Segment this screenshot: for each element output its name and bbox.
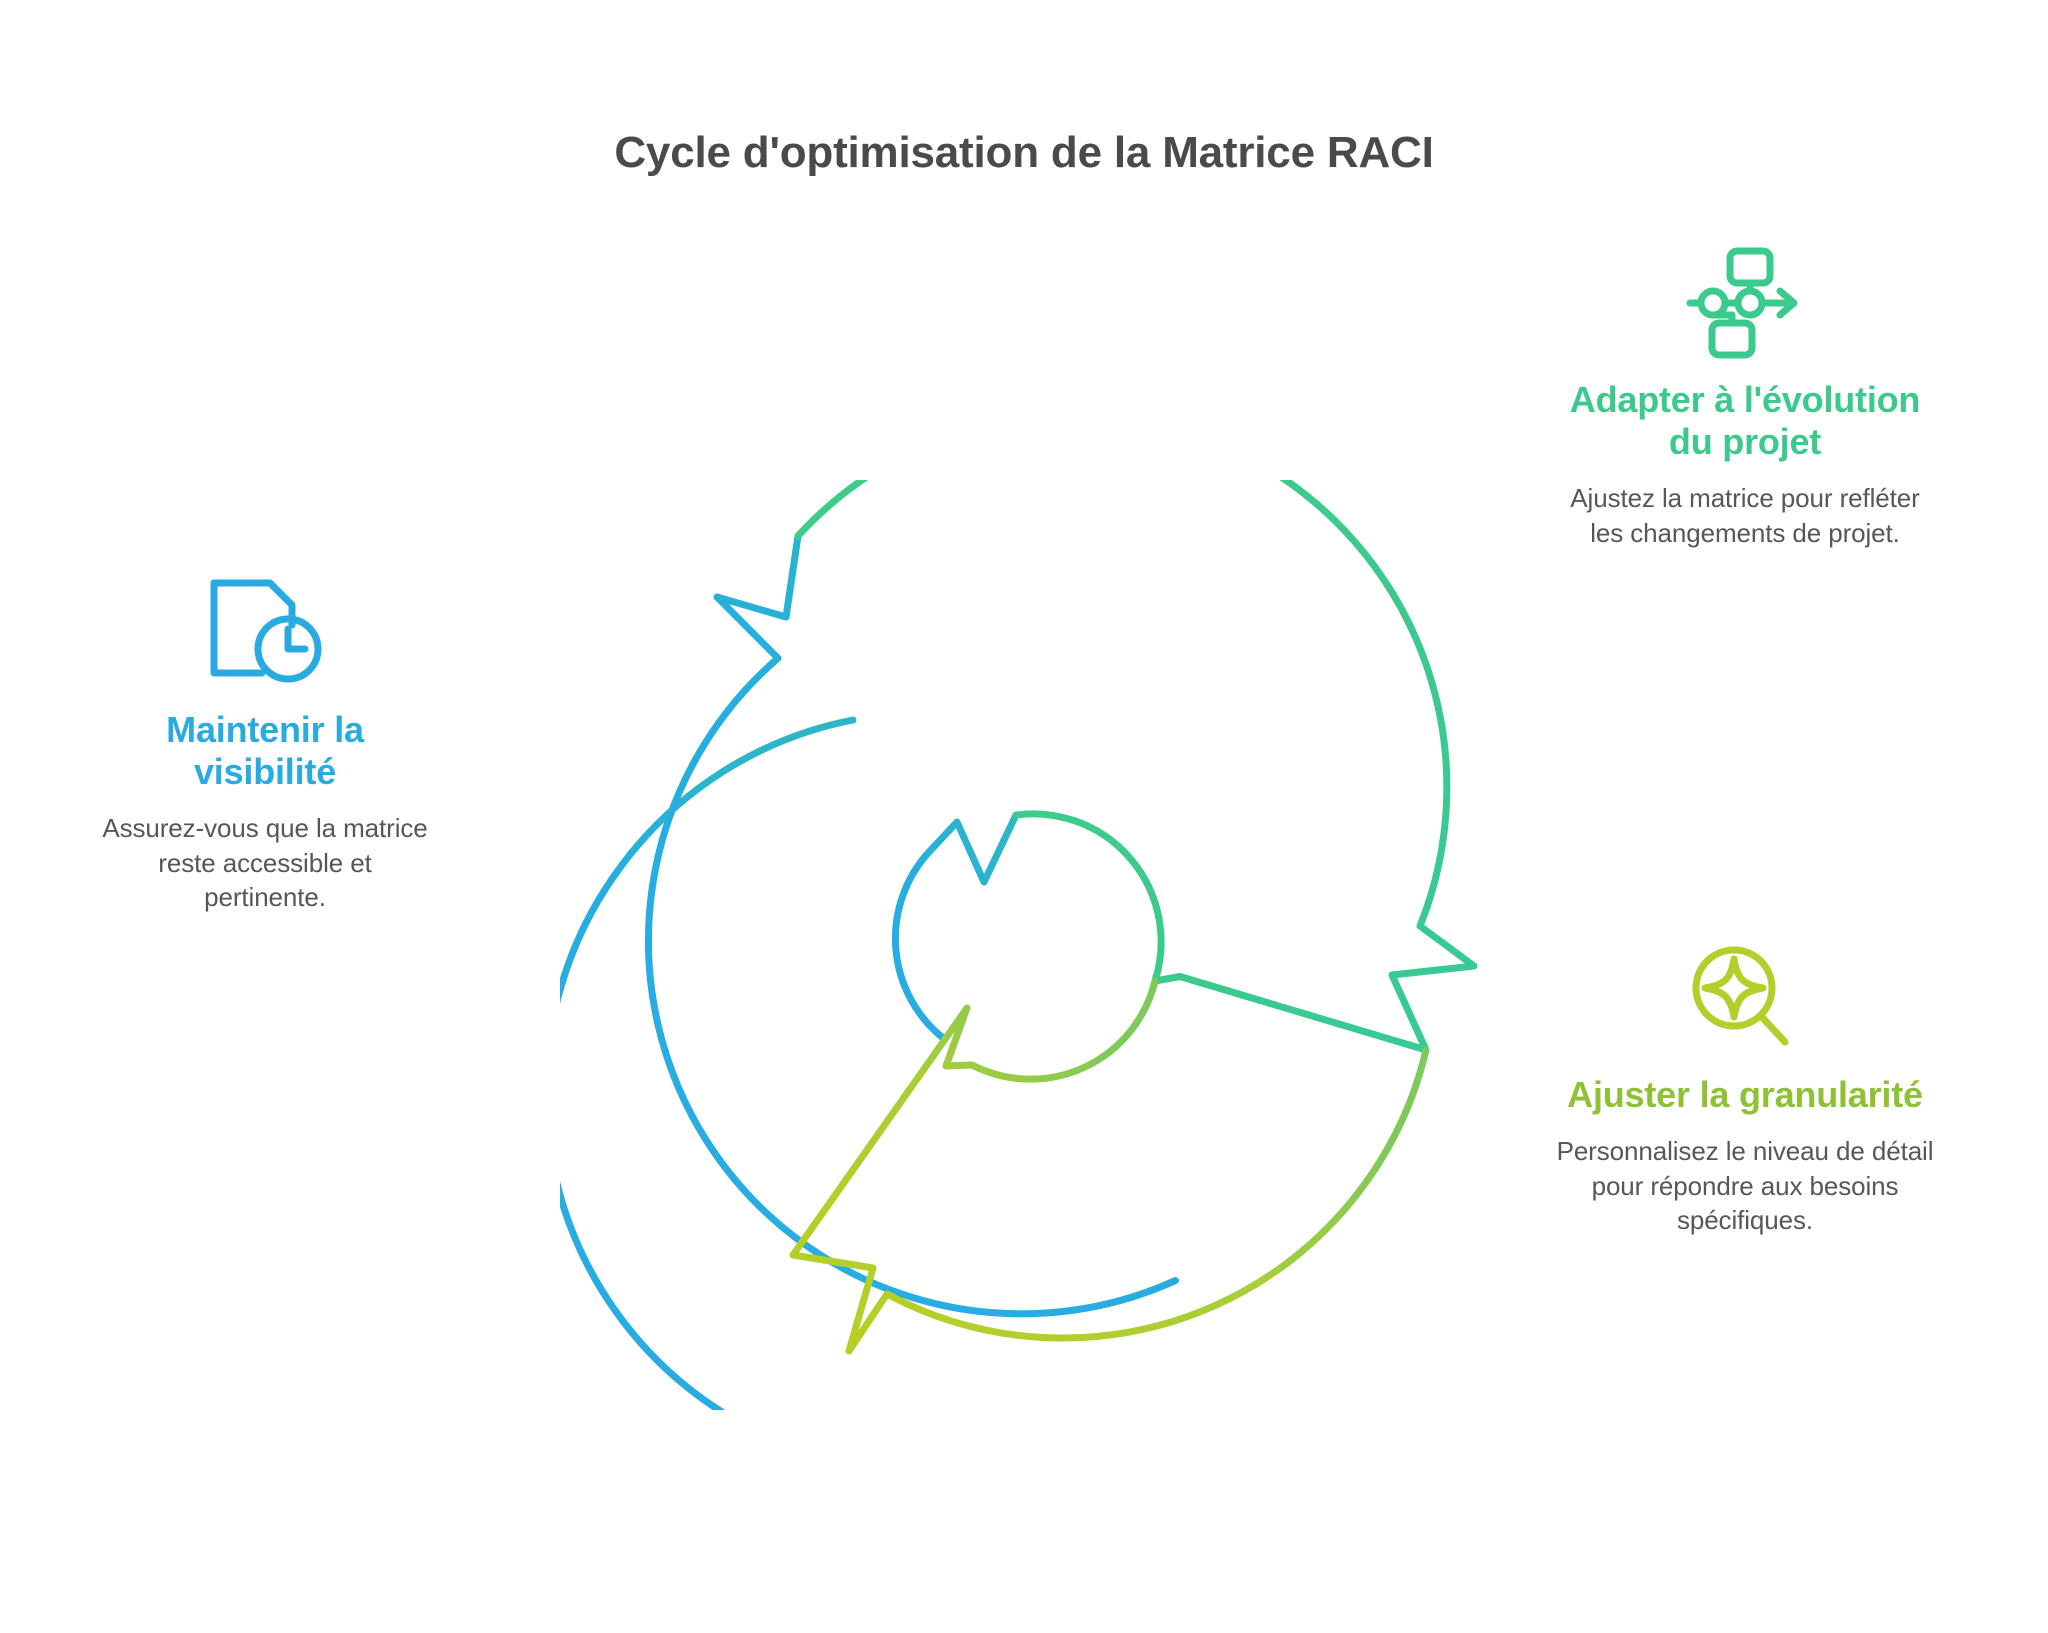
arrow-lime-path [789,1046,1430,1355]
icon-container-left [95,575,435,695]
arrow-lime-inner [789,977,1159,1259]
icon-container-bottom-right [1545,940,1945,1060]
cycle-arrow-blue [560,716,857,1410]
callout-bottom-right-body: Personnalisez le niveau de détail pour r… [1556,1136,1934,1236]
magnifier-sparkle-icon [1692,946,1789,1046]
icon-container-top-right [1560,245,1930,365]
arrow-blue-inner [891,811,1020,1042]
document-clock-icon [210,579,322,683]
callout-top-right-body: Ajustez la matrice pour refléter les cha… [1570,483,1920,548]
callout-bottom-right-title: Ajuster la granularité [1567,1074,1923,1115]
arrow-green-path [794,480,1478,1054]
callout-maintenir-la-visibilite: Maintenir la visibilité Assurez-vous que… [95,575,435,915]
cycle-arrows [644,480,1478,1355]
callout-left-body: Assurez-vous que la matrice reste access… [102,813,428,913]
arrow-blue-path [644,532,1179,1318]
cycle-diagram [560,480,1490,1410]
callout-top-right-title: Adapter à l'évolution du projet [1569,379,1921,463]
callout-adapter-a-levolution-du-projet: Adapter à l'évolution du projet Ajustez … [1560,245,1930,550]
callout-ajuster-la-granularite: Ajuster la granularité Personnalisez le … [1545,940,1945,1238]
page-title: Cycle d'optimisation de la Matrice RACI [614,128,1434,177]
callout-left-title: Maintenir la visibilité [166,709,364,793]
arrow-green-inner [1012,810,1430,1054]
workflow-nodes-icon [1686,247,1798,359]
